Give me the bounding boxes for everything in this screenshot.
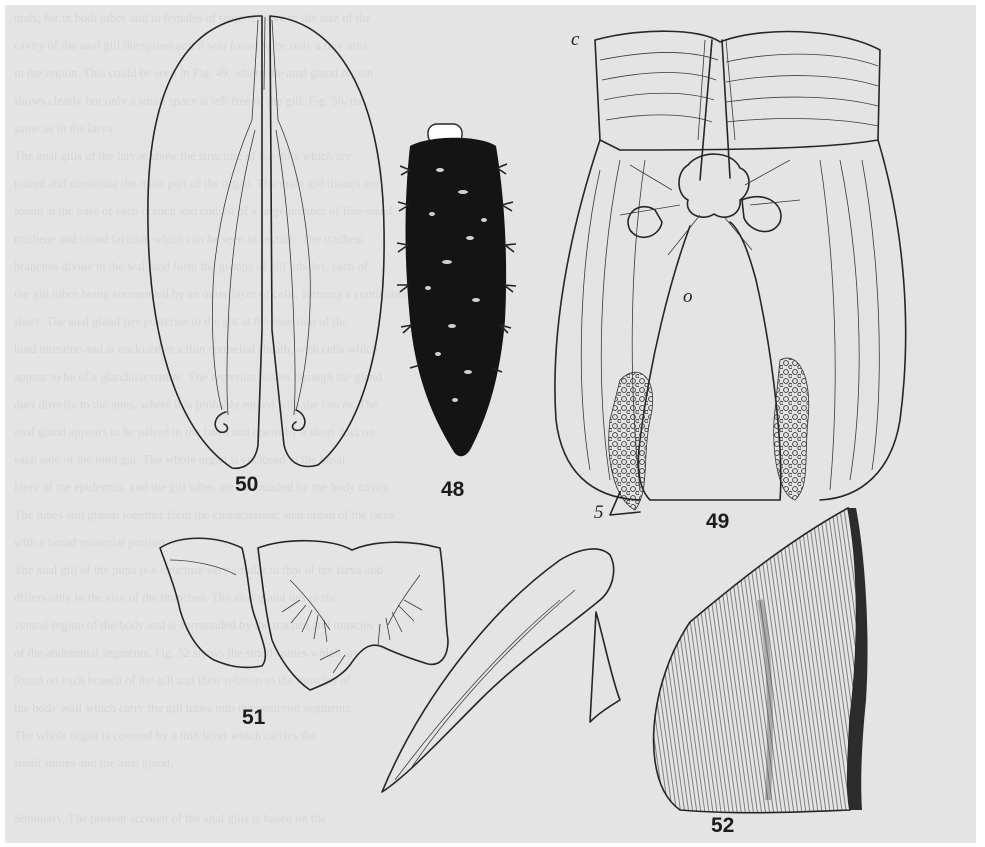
show-through-line: the gill tubes being surrounded by an ou… [14,287,409,301]
show-through-line: the body wall which carry the gill tubes… [14,701,354,715]
show-through-line: shows clearly but only a small space is … [14,94,366,108]
show-through-line: The tubes and glands together form the c… [14,508,395,522]
figure-label-52: 52 [711,814,734,837]
show-through-line: hind intestine and is enclosed in a thin… [14,342,379,356]
show-through-line: layer of the epidermis, and the gill tub… [14,480,391,494]
figure-label-48: 48 [441,478,465,501]
show-through-line: cavity of the anal gill the spines and i… [14,39,368,53]
show-through-line: same as in the larva. [14,121,116,135]
figure-label-50: 50 [235,473,258,496]
show-through-line: small spines and the anal gland. [14,756,173,770]
show-through-line: The whole organ is covered by a thin lay… [14,729,317,743]
annotation-c: c [571,29,580,50]
annotation-5: 5 [594,502,604,523]
show-through-line: tracheae and blood lacunae which can be … [14,232,364,246]
show-through-line: found at the base of each branch and con… [14,204,393,218]
show-through-line: The anal gills of the larvae show the st… [14,149,351,163]
figure-label-51: 51 [242,706,266,729]
figure-label-49: 49 [706,510,729,533]
annotation-o: o [683,286,693,307]
show-through-line: duct directly to the anus, where it is p… [14,397,378,411]
show-through-line: anal gland appears to be paired in the l… [14,425,375,439]
show-through-line: with a broad muscular portion. [14,535,168,549]
show-through-line: ventral region of the body and is surrou… [14,618,374,632]
show-through-line: each side of the hind gut. The whole org… [14,453,346,467]
show-through-line: in the region. This could be seen in Fig… [14,66,374,80]
show-through-line: found on each branch of the gill and the… [14,673,351,687]
show-through-line: branches divide in the wall and form the… [14,259,369,273]
show-through-line: paired and constitute the main part of t… [14,177,379,191]
show-through-line: Summary. The present account of the anal… [14,811,327,825]
show-through-line: sheet. The anal gland lies posterior to … [14,315,348,329]
show-through-line: of the abdominal segments. Fig. 52 shows… [14,646,360,660]
show-through-line: appear to be of a glandular nature. The … [14,370,383,384]
show-through-line: mals; for in both tubes and in females o… [14,11,371,25]
show-through-line: The anal gill of the pupa is a structure… [14,563,383,577]
